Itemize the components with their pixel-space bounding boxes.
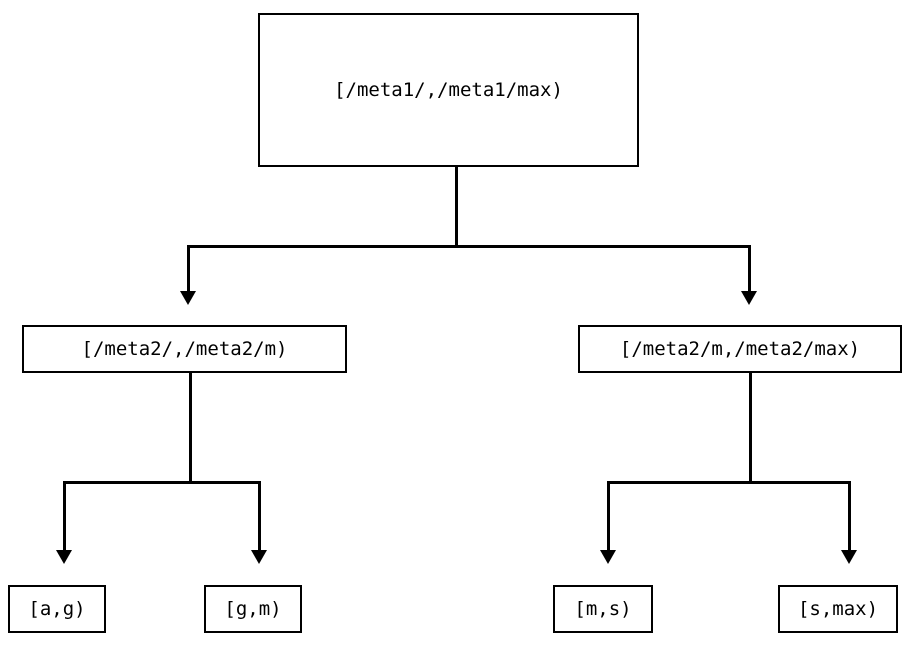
edge-level2-left-bus — [63, 481, 261, 484]
edge-level2-right-bus — [607, 481, 851, 484]
edge-root-stem — [455, 167, 458, 247]
node-leaf-smax: [s,max) — [778, 585, 898, 633]
node-leaf-ag-label: [a,g) — [28, 597, 86, 620]
edge-mid-right-to-leaf-smax — [848, 481, 851, 551]
edge-mid-left-stem — [189, 373, 192, 484]
node-leaf-ms-label: [m,s) — [574, 597, 632, 620]
arrowhead-down-icon — [180, 291, 196, 305]
node-mid-left-label: [/meta2/,/meta2/m) — [81, 337, 288, 360]
edge-level1-bus — [187, 245, 751, 248]
arrowhead-down-icon — [741, 291, 757, 305]
edge-mid-right-to-leaf-ms — [607, 481, 610, 551]
node-mid-right: [/meta2/m,/meta2/max) — [578, 325, 902, 373]
node-leaf-gm: [g,m) — [204, 585, 302, 633]
arrowhead-down-icon — [600, 550, 616, 564]
node-leaf-ms: [m,s) — [553, 585, 653, 633]
node-leaf-ag: [a,g) — [8, 585, 106, 633]
node-leaf-gm-label: [g,m) — [224, 597, 282, 620]
node-root: [/meta1/,/meta1/max) — [258, 13, 639, 167]
edge-mid-left-to-leaf-gm — [258, 481, 261, 551]
arrowhead-down-icon — [251, 550, 267, 564]
edge-root-to-mid-right — [748, 245, 751, 292]
edge-mid-right-stem — [749, 373, 752, 484]
arrowhead-down-icon — [56, 550, 72, 564]
arrowhead-down-icon — [841, 550, 857, 564]
node-mid-right-label: [/meta2/m,/meta2/max) — [619, 337, 861, 360]
node-mid-left: [/meta2/,/meta2/m) — [22, 325, 347, 373]
edge-mid-left-to-leaf-ag — [63, 481, 66, 551]
node-leaf-smax-label: [s,max) — [797, 597, 879, 620]
node-root-label: [/meta1/,/meta1/max) — [334, 78, 563, 101]
edge-root-to-mid-left — [187, 245, 190, 292]
